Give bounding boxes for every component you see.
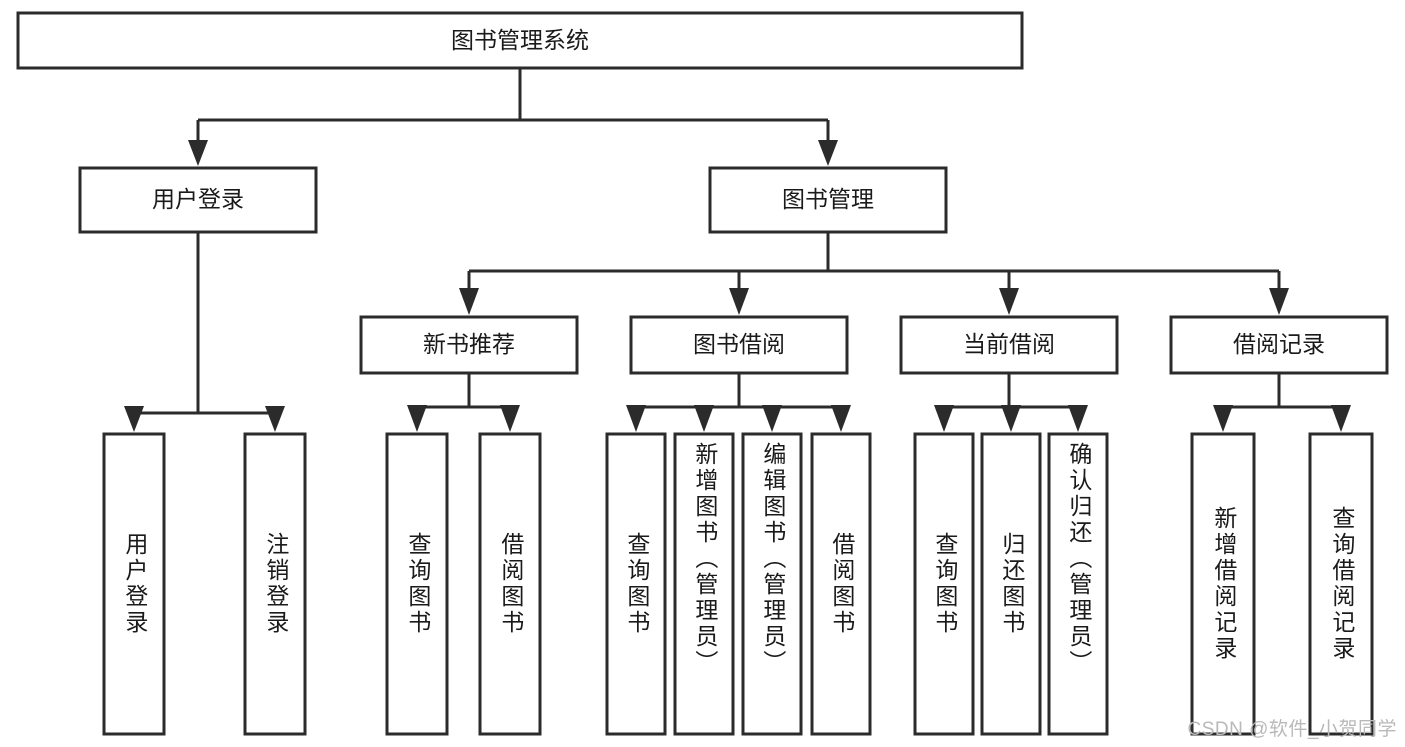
node-box-current-borrow[interactable]	[899, 315, 1119, 375]
node-box-leaf-query-book-current[interactable]	[913, 432, 975, 736]
node-label-root: 图书管理系统	[451, 27, 589, 53]
node-box-leaf-query-book-borrow[interactable]	[605, 432, 667, 736]
node-box-leaf-user-login[interactable]	[102, 432, 166, 736]
arrowhead-book-management	[818, 140, 838, 166]
arrowhead-book-borrow	[729, 288, 749, 315]
arrowhead-leaf-query-borrow-record	[1331, 405, 1351, 432]
arrowhead-leaf-add-borrow-record	[1213, 405, 1233, 432]
node-label-book-borrow: 图书借阅	[693, 331, 785, 357]
arrowhead-leaf-return-book	[1001, 405, 1021, 432]
node-box-leaf-add-borrow-record[interactable]	[1190, 432, 1256, 736]
arrowhead-leaf-borrow-book	[831, 405, 851, 432]
node-label-user-login: 用户登录	[152, 186, 244, 212]
node-box-root[interactable]	[16, 11, 1024, 70]
node-box-leaf-return-book[interactable]	[980, 432, 1042, 736]
arrowhead-leaf-query-book-borrow	[626, 405, 646, 432]
node-box-leaf-borrow-book[interactable]	[810, 432, 872, 736]
node-label-book-management: 图书管理	[782, 186, 874, 212]
node-box-new-book-recommend[interactable]	[359, 315, 579, 375]
node-box-book-management[interactable]	[708, 166, 948, 234]
arrowhead-leaf-user-login	[124, 406, 144, 432]
arrowhead-borrow-record	[1269, 288, 1289, 315]
csdn-watermark: CSDN @软件_小贺同学	[1187, 719, 1397, 740]
edges-layer	[124, 68, 1351, 432]
node-box-leaf-add-book[interactable]	[673, 432, 735, 736]
arrowhead-new-book-recommend	[459, 288, 479, 315]
node-box-leaf-query-borrow-record[interactable]	[1308, 432, 1374, 736]
node-box-leaf-user-logout[interactable]	[243, 432, 307, 736]
arrowhead-leaf-edit-book	[762, 405, 782, 432]
arrowhead-leaf-query-book-current	[934, 405, 954, 432]
node-box-leaf-confirm-return[interactable]	[1047, 432, 1109, 736]
node-box-book-borrow[interactable]	[629, 315, 849, 375]
node-box-leaf-query-book-recommend[interactable]	[385, 432, 449, 736]
node-box-borrow-record[interactable]	[1169, 315, 1389, 375]
node-box-user-login[interactable]	[78, 166, 318, 234]
arrowhead-leaf-add-book	[694, 405, 714, 432]
arrowhead-leaf-query-book-recommend	[407, 405, 427, 432]
node-label-borrow-record: 借阅记录	[1233, 331, 1325, 357]
arrowhead-leaf-confirm-return	[1068, 405, 1088, 432]
node-label-current-borrow: 当前借阅	[963, 331, 1055, 357]
node-label-new-book-recommend: 新书推荐	[423, 331, 515, 357]
arrowhead-leaf-borrow-book-recommend	[500, 405, 520, 432]
node-box-leaf-edit-book[interactable]	[741, 432, 803, 736]
nodes-layer: 图书管理系统 用户登录 图书管理 新书推荐 图书借阅 当前借阅 借阅记录	[16, 11, 1389, 736]
node-box-leaf-borrow-book-recommend[interactable]	[478, 432, 542, 736]
arrowhead-leaf-user-logout	[265, 406, 285, 432]
arrowhead-user-login	[188, 140, 208, 166]
arrowhead-current-borrow	[999, 288, 1019, 315]
